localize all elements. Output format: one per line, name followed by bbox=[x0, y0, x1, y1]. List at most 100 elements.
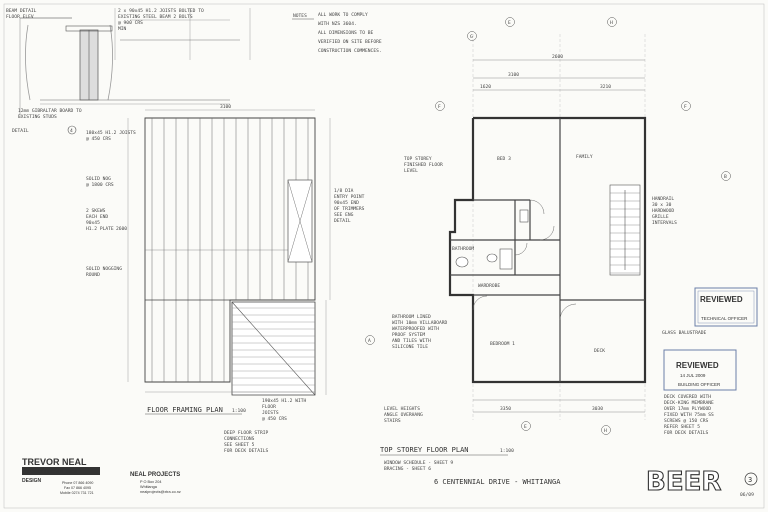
sheet-date: 06/09 bbox=[740, 492, 754, 498]
plan-dimensions-bottom: 3350 3030 bbox=[500, 406, 603, 412]
reviewed-stamp-2: REVIEWED 14 JUL 2009 BUILDING OFFICER bbox=[663, 349, 737, 391]
plan-note: FIXED WITH 75mm SS bbox=[664, 412, 714, 418]
room-bed3: BED 3 bbox=[497, 156, 511, 162]
section-marker: E bbox=[524, 424, 527, 430]
detail-number: 4 bbox=[70, 128, 73, 134]
sheet-code-text: BEER bbox=[646, 467, 721, 497]
floor-plan-title: TOP STOREY FLOOR PLAN bbox=[380, 446, 469, 454]
plan-note: AND TILES WITH bbox=[392, 338, 431, 344]
room-wardrobe: WARDROBE bbox=[478, 283, 500, 289]
plan-note: GLASS BALUSTRADE bbox=[662, 330, 706, 336]
detail-notes-right: 2 x 90x45 H1.2 JOISTS BOLTED TOEXISTING … bbox=[118, 8, 204, 32]
company-mobile: Mobile 0274 731 721 bbox=[60, 491, 94, 495]
general-note: ALL WORK TO COMPLY bbox=[318, 12, 368, 18]
framing-note: ENTRY POINT bbox=[334, 194, 365, 200]
framing-note: DEEP FLOOR STRIP bbox=[224, 430, 268, 436]
section-marker: E bbox=[508, 20, 511, 26]
plan-note: ANGLE OVERHANG bbox=[384, 412, 423, 418]
detail-4: DETAIL 4 2 x 90x45 H1.2 JOISTS BOLTED TO… bbox=[6, 8, 251, 135]
dimension: 3210 bbox=[600, 84, 611, 90]
floor-plan-scale: 1:100 bbox=[500, 448, 514, 454]
plan-note: STAIRS bbox=[384, 418, 401, 424]
plan-note: LEVEL bbox=[404, 168, 418, 174]
stamp2-date: 14 JUL 2009 bbox=[680, 373, 706, 378]
framing-note: SEE ENG bbox=[334, 212, 354, 218]
detail-note: 12mm GIBRALTAR BOARD TO bbox=[18, 108, 82, 114]
plan-note: SILICONE TILE bbox=[392, 344, 428, 350]
plan-note: PROOF SYSTEM bbox=[392, 332, 425, 338]
plan-note: WATERPROOFED WITH bbox=[392, 326, 439, 332]
framing-note: H1.2 PLATE bbox=[86, 226, 114, 232]
projects-name: NEAL PROJECTS bbox=[130, 472, 180, 478]
framing-note: 90x45 bbox=[86, 220, 100, 226]
company-tagline: DRAUGHTING & DESIGN bbox=[25, 469, 77, 474]
dimension: 2600 bbox=[552, 54, 563, 60]
bathroom-fixtures bbox=[455, 209, 529, 270]
detail-note: MIN bbox=[118, 26, 127, 32]
sheet-border bbox=[3, 3, 765, 509]
framing-plan-scale: 1:100 bbox=[232, 408, 246, 414]
room-bathroom: BATHROOM bbox=[452, 246, 474, 252]
plan-note: TOP STOREY bbox=[404, 156, 432, 162]
section-marker: A bbox=[368, 338, 371, 344]
company-phone: Phone 07 866 4090 bbox=[62, 481, 93, 485]
general-note: VERIFIED ON SITE BEFORE bbox=[318, 39, 382, 45]
plan-note: OVER 17mm PLYWOOD bbox=[664, 406, 711, 412]
plan-note: DECK COVERED WITH bbox=[664, 394, 711, 400]
plan-note: HANDRAIL bbox=[652, 196, 674, 202]
detail-label: DETAIL bbox=[12, 128, 29, 134]
company-fax: Fax 07 866 4095 bbox=[64, 486, 91, 490]
framing-note: 1/8 DIA bbox=[334, 188, 354, 194]
sheet-number: 3 bbox=[748, 476, 752, 484]
framing-note: JOISTS bbox=[262, 410, 279, 416]
framing-note: DETAIL bbox=[334, 218, 351, 224]
general-note: CONSTRUCTION COMMENCES. bbox=[318, 48, 382, 54]
framing-note: @ 450 CRS bbox=[86, 136, 111, 142]
framing-note: ROUND bbox=[86, 272, 100, 278]
framing-note: FLOOR bbox=[262, 404, 276, 410]
framing-note: @ 1800 CRS bbox=[86, 182, 114, 188]
projects-line: nealprojects@xtra.co.nz bbox=[140, 490, 181, 494]
framing-note: SOLID NOGGING bbox=[86, 266, 122, 272]
plan-note: GRILLE bbox=[652, 214, 669, 220]
dimension: 1620 bbox=[480, 84, 491, 90]
company-name: TREVOR NEAL bbox=[22, 457, 87, 467]
dimension: 3030 bbox=[592, 406, 603, 412]
projects-line: P O Box 204 bbox=[140, 480, 161, 484]
room-deck: DECK bbox=[594, 348, 605, 354]
framing-note: SEE SHEET 5 bbox=[224, 442, 255, 448]
dimension: 3350 bbox=[500, 406, 511, 412]
detail-note: FLOOR ELEV bbox=[6, 14, 34, 20]
section-marker: G bbox=[470, 34, 473, 40]
framing-plan-title: FLOOR FRAMING PLAN bbox=[147, 406, 223, 414]
detail-note: EXISTING STUDS bbox=[18, 114, 57, 120]
framing-note: 90x45 END bbox=[334, 200, 359, 206]
notes-label: NOTES bbox=[293, 13, 307, 19]
framing-note: FOR DECK DETAILS bbox=[224, 448, 268, 454]
stamp1-title: REVIEWED bbox=[700, 295, 743, 304]
stamp1-subtitle: TECHNICAL OFFICER bbox=[701, 316, 748, 321]
framing-note: EACH END bbox=[86, 214, 108, 220]
section-marker: H bbox=[604, 428, 607, 434]
section-marker: F bbox=[438, 104, 441, 110]
company-logo: TREVOR NEAL DRAUGHTING & DESIGN DESIGN P… bbox=[22, 457, 100, 495]
dimension: 3100 bbox=[220, 104, 231, 110]
detail-note: 2 x 90x45 H1.2 JOISTS BOLTED TO bbox=[118, 8, 204, 14]
plan-note: FINISHED FLOOR bbox=[404, 162, 443, 168]
company-subtitle: DESIGN bbox=[22, 478, 42, 484]
neal-projects: NEAL PROJECTS P O Box 204Whitianganealpr… bbox=[130, 472, 181, 494]
plan-note: WITH 10mm VILLABOARD bbox=[392, 320, 448, 326]
